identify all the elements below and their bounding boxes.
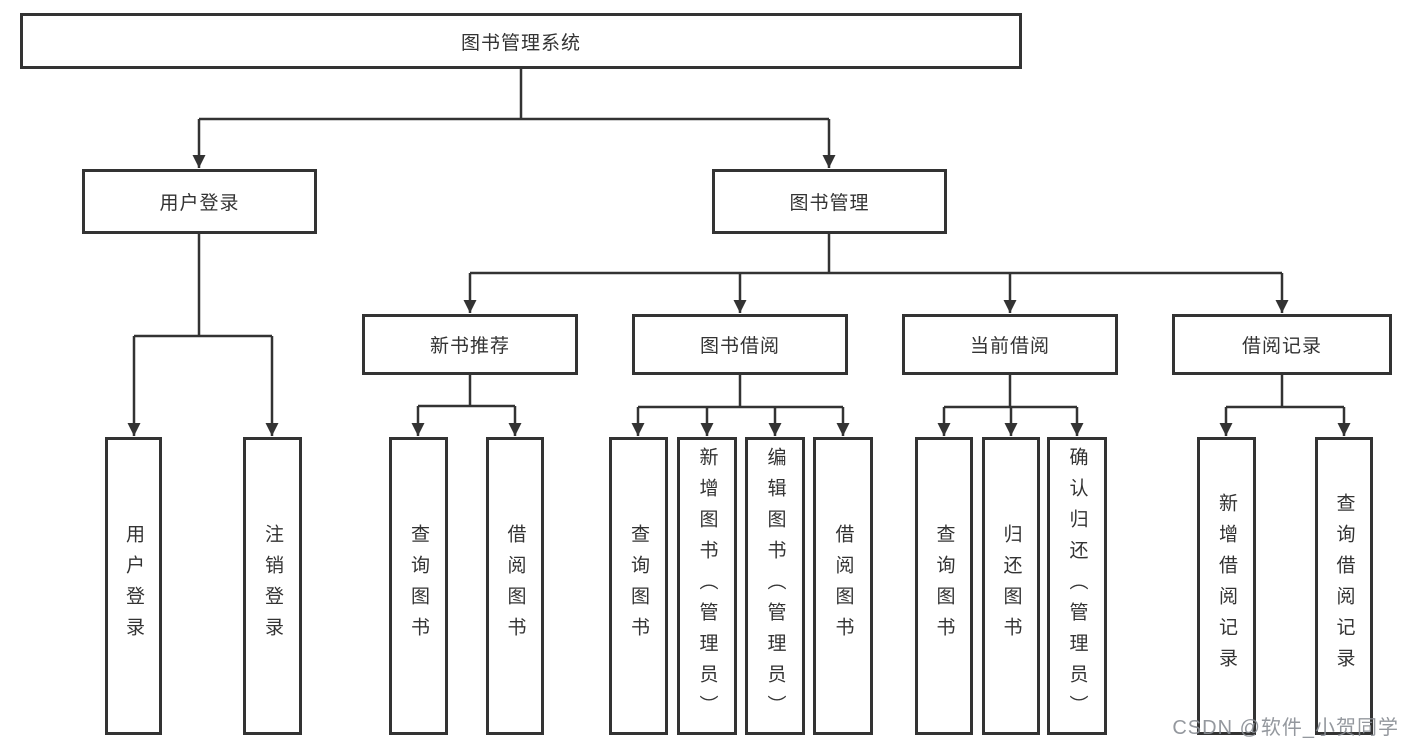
leaf-query-books-current-label: 查询图书: [933, 524, 955, 648]
node-new-book-recommend-label: 新书推荐: [429, 336, 510, 357]
leaf-borrow-books-recommend-label: 借阅图书: [504, 524, 526, 648]
leaf-query-books-borrow-label: 查询图书: [628, 524, 649, 648]
leaf-query-borrow-record: 查询借阅记录: [1315, 437, 1373, 735]
node-book-management-label: 图书管理: [789, 193, 870, 214]
node-user-login-label: 用户登录: [159, 193, 240, 214]
leaf-borrow-books: 借阅图书: [813, 437, 873, 735]
leaf-borrow-books-recommend: 借阅图书: [486, 437, 544, 735]
node-borrow-records-label: 借阅记录: [1241, 336, 1322, 357]
leaf-query-books-recommend: 查询图书: [389, 437, 448, 735]
leaf-return-book: 归还图书: [982, 437, 1040, 735]
leaf-logout: 注销登录: [243, 437, 302, 735]
node-borrow-records: 借阅记录: [1172, 314, 1392, 375]
node-root: 图书管理系统: [20, 13, 1022, 69]
leaf-return-book-label: 归还图书: [1000, 524, 1022, 648]
leaf-borrow-books-label: 借阅图书: [832, 524, 854, 648]
node-current-borrow: 当前借阅: [902, 314, 1118, 375]
leaf-add-borrow-record-label: 新增借阅记录: [1216, 493, 1237, 679]
node-book-management: 图书管理: [712, 169, 947, 234]
leaf-query-borrow-record-label: 查询借阅记录: [1333, 493, 1355, 679]
leaf-logout-label: 注销登录: [262, 524, 283, 648]
watermark: CSDN @软件_小贺同学: [1172, 717, 1399, 739]
node-book-borrow: 图书借阅: [632, 314, 848, 375]
leaf-user-login: 用户登录: [105, 437, 162, 735]
node-user-login: 用户登录: [82, 169, 317, 234]
node-book-borrow-label: 图书借阅: [699, 336, 780, 357]
node-current-borrow-label: 当前借阅: [969, 336, 1050, 357]
leaf-user-login-label: 用户登录: [123, 524, 144, 648]
leaf-add-book-admin: 新增图书（管理员）: [677, 437, 737, 735]
leaf-query-books-borrow: 查询图书: [609, 437, 668, 735]
leaf-add-book-admin-label: 新增图书（管理员）: [696, 446, 718, 726]
leaf-query-books-current: 查询图书: [915, 437, 973, 735]
leaf-confirm-return-admin: 确认归还（管理员）: [1047, 437, 1107, 735]
node-new-book-recommend: 新书推荐: [362, 314, 578, 375]
leaf-add-borrow-record: 新增借阅记录: [1197, 437, 1256, 735]
node-root-label: 图书管理系统: [460, 32, 581, 54]
leaf-confirm-return-admin-label: 确认归还（管理员）: [1066, 446, 1088, 726]
leaf-edit-book-admin-label: 编辑图书（管理员）: [764, 446, 786, 726]
leaf-query-books-recommend-label: 查询图书: [408, 524, 429, 648]
leaf-edit-book-admin: 编辑图书（管理员）: [745, 437, 805, 735]
